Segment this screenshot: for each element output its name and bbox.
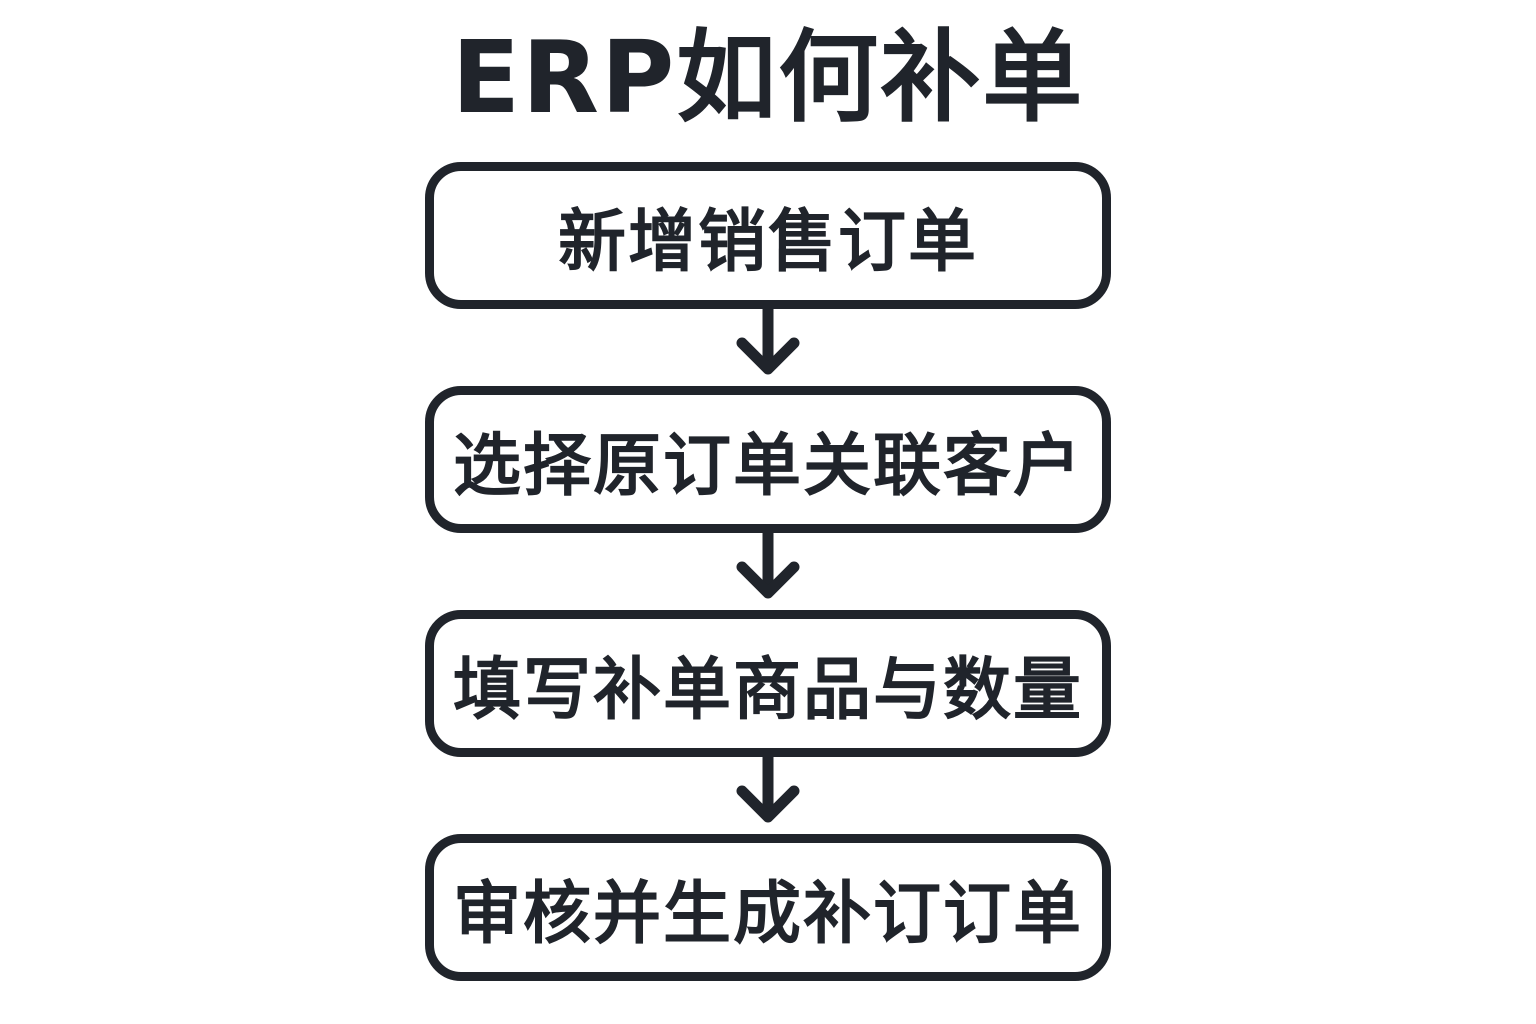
step-label: 填写补单商品与数量 <box>453 651 1084 730</box>
step-box-fill-products-quantity: 填写补单商品与数量 <box>425 610 1111 757</box>
step-label: 新增销售订单 <box>557 203 978 282</box>
step-box-select-customer: 选择原订单关联客户 <box>425 386 1111 533</box>
arrow-down-icon <box>736 309 800 375</box>
flowchart-steps: 新增销售订单 选择原订单关联客户 填写补单商品与数量 审核并生成补订订单 <box>425 162 1111 981</box>
flowchart-title: ERP如何补单 <box>451 19 1085 136</box>
step-box-review-generate-order: 审核并生成补订订单 <box>425 834 1111 981</box>
step-label: 选择原订单关联客户 <box>453 427 1084 506</box>
arrow-down-icon <box>736 757 800 823</box>
step-box-add-sales-order: 新增销售订单 <box>425 162 1111 309</box>
arrow-down-icon <box>736 533 800 599</box>
step-label: 审核并生成补订订单 <box>453 875 1084 954</box>
